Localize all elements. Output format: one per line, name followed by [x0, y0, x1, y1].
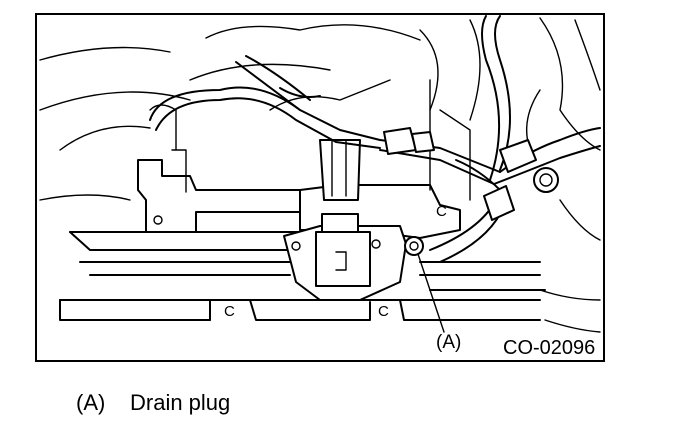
legend-description: Drain plug: [130, 390, 231, 415]
drain-plug: [404, 236, 424, 256]
frame-rails: [59, 231, 546, 321]
c-mark-2: C: [378, 303, 389, 320]
callout-leader: [417, 253, 445, 333]
legend: (A) Drain plug: [76, 390, 230, 416]
callout-label-a: (A): [436, 332, 461, 353]
c-mark-3: C: [436, 203, 447, 220]
legend-key: (A): [76, 390, 106, 415]
engine-background: [39, 17, 601, 333]
c-mark-1: C: [224, 303, 235, 320]
mounting-plate: [283, 213, 407, 301]
figure-code: CO-02096: [503, 337, 595, 359]
hoses: [149, 15, 601, 263]
